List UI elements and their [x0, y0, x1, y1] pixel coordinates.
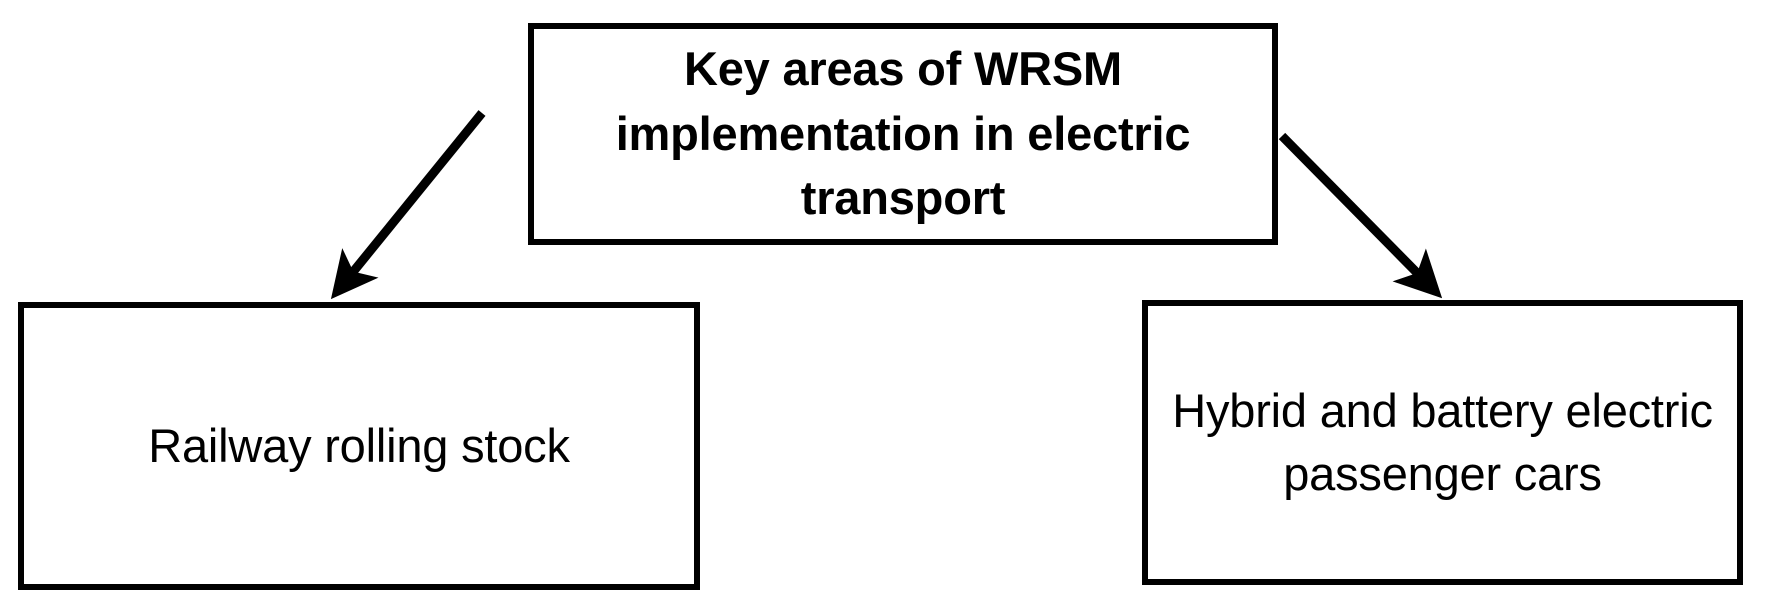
node-hybrid-label: Hybrid and battery electric passenger ca… — [1172, 383, 1713, 500]
node-root-key-areas[interactable]: Key areas of WRSM implementation in elec… — [528, 23, 1278, 245]
node-root-label: Key areas of WRSM implementation in elec… — [615, 41, 1191, 225]
node-railway-rolling-stock[interactable]: Railway rolling stock — [18, 302, 700, 590]
edge-root-to-railway — [330, 110, 486, 300]
edge-root-to-hybrid — [1278, 132, 1443, 299]
node-hybrid-electric-cars[interactable]: Hybrid and battery electric passenger ca… — [1142, 300, 1743, 585]
node-railway-label: Railway rolling stock — [148, 419, 570, 473]
